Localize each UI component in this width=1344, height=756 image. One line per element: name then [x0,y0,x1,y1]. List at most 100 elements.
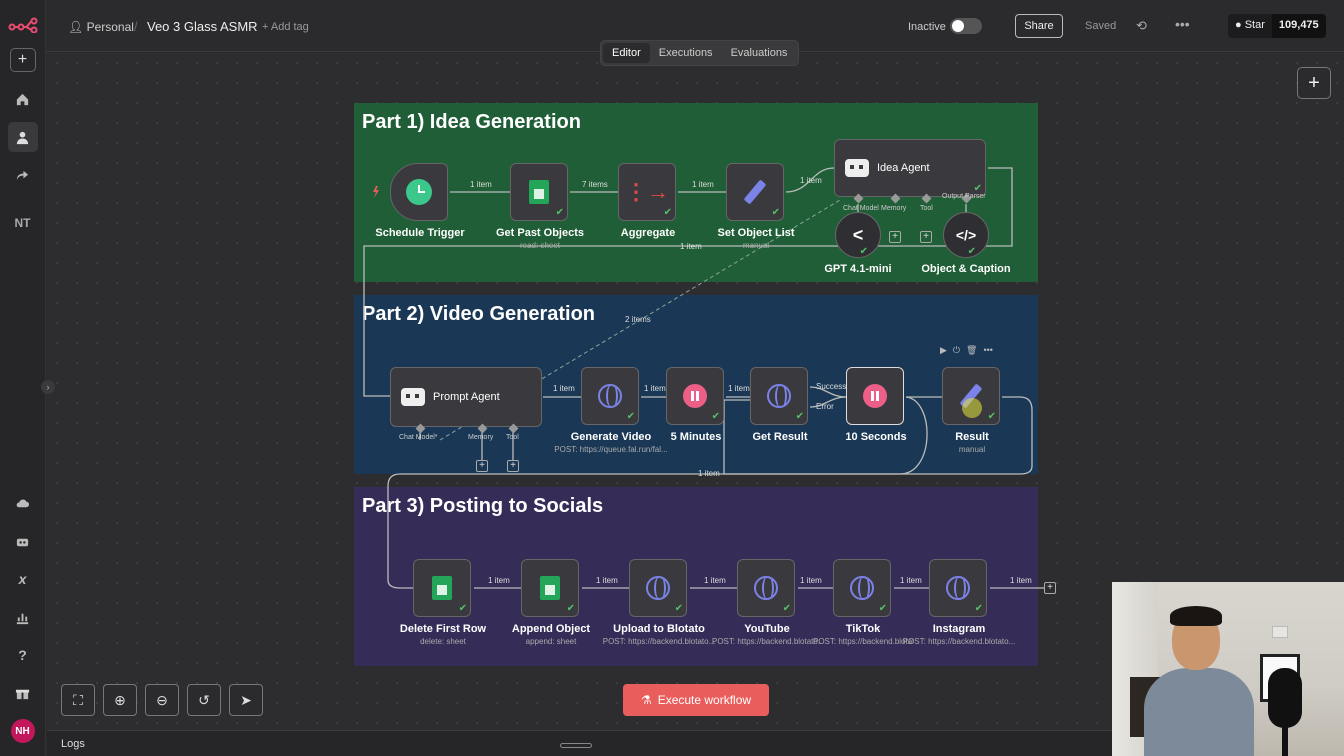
add-next-node-icon[interactable]: + [1044,582,1056,594]
gift-icon[interactable] [8,678,38,708]
node-instagram[interactable]: ✔ [929,559,987,617]
project-initials[interactable]: NT [14,216,31,230]
node-get-past-objects[interactable]: ✔ [510,163,568,221]
home-icon[interactable] [8,84,38,114]
reset-zoom-icon[interactable]: ↺ [187,684,221,716]
zoom-in-icon[interactable]: ⊕ [103,684,137,716]
variables-icon[interactable]: x [18,571,27,587]
execute-workflow-button[interactable]: ⚗ Execute workflow [623,684,769,716]
more-options-icon[interactable]: ••• [1175,16,1190,32]
node-upload-blotato[interactable]: ✔ [629,559,687,617]
connector-label: Chat Model [843,205,879,212]
wire-label: 1 item [644,384,666,393]
avatar: NH [10,719,35,743]
node-set-object-list[interactable]: ✔ [726,163,784,221]
node-hover-toolbar: ▶ ⏻ 🗑︎ ••• [940,345,993,356]
node-idea-agent[interactable]: Idea Agent✔ [834,139,986,197]
tidy-up-icon[interactable]: ➤ [229,684,263,716]
n8n-logo-icon[interactable] [8,10,38,40]
wire-label: 1 item [470,180,492,189]
add-tool-icon[interactable]: + [507,460,519,472]
create-icon[interactable]: + [9,48,36,72]
run-node-icon[interactable]: ▶ [940,345,947,355]
active-toggle[interactable] [950,18,982,34]
success-check-icon: ✔ [771,207,780,218]
node-label: Upload to Blotato [613,623,705,635]
more-icon[interactable]: ••• [983,345,993,355]
breadcrumb-owner[interactable]: 👤︎ Personal [68,20,134,34]
wait-pause-icon [863,384,887,408]
node-5-minutes[interactable]: ✔ [666,367,724,425]
history-icon[interactable]: ⟲ [1136,18,1147,33]
node-gpt[interactable]: <✔ [835,212,881,258]
node-label: Instagram [932,623,986,635]
view-tabs: Editor Executions Evaluations [600,40,800,66]
connector-label: Memory [881,205,907,212]
webcam-person-body [1144,668,1254,756]
sticky-title: Part 2) Video Generation [362,303,596,325]
node-subtitle: manual [742,241,770,250]
add-node-button[interactable]: + [1297,67,1331,99]
execute-label: Execute workflow [657,693,752,707]
github-star-count: 109,475 [1271,14,1326,38]
node-append-object[interactable]: ✔ [521,559,579,617]
node-label: Idea Agent [877,162,930,174]
connector-label: Memory [468,434,494,441]
insights-icon[interactable] [8,602,38,632]
add-tool-icon[interactable]: + [920,231,932,243]
share-button[interactable]: Share [1015,14,1063,38]
node-object-caption[interactable]: </>✔ [943,212,989,258]
node-label: Prompt Agent [433,391,500,403]
cloud-icon[interactable] [8,488,38,518]
power-icon[interactable]: ⏻ [952,345,961,355]
add-tag-button[interactable]: + Add tag [262,21,309,33]
github-star-label: Star [1244,19,1265,31]
node-label: Object & Caption [921,263,1011,275]
node-tiktok[interactable]: ✔ [833,559,891,617]
user-avatar[interactable]: NH [8,716,38,746]
node-aggregate[interactable]: ⋮→✔ [618,163,676,221]
node-subtitle: append: sheet [525,637,577,646]
resize-handle[interactable] [560,743,592,748]
node-generate-video[interactable]: ✔ [581,367,639,425]
personal-icon[interactable] [7,122,38,152]
workflow-name[interactable]: Veo 3 Glass ASMR [147,19,258,34]
active-status-label: Inactive [908,21,946,33]
templates-icon[interactable] [8,526,38,556]
node-delete-first-row[interactable]: ✔ [413,559,471,617]
node-10-seconds[interactable] [846,367,904,425]
logs-label: Logs [61,738,85,750]
github-star-button[interactable]: ● Star 109,475 [1228,14,1326,38]
success-check-icon: ✔ [795,411,804,422]
person-icon: 👤︎ [68,20,87,34]
tab-editor[interactable]: Editor [603,43,650,63]
sticky-title: Part 1) Idea Generation [362,111,581,133]
node-subtitle: read: sheet [519,241,561,250]
connector-label: Chat Model* [399,434,438,441]
pencil-icon [743,179,767,205]
share-arrow-icon[interactable] [8,160,38,190]
tab-evaluations[interactable]: Evaluations [730,47,788,59]
aggregate-icon: ⋮→ [625,179,669,204]
delete-icon[interactable]: 🗑︎ [966,345,978,355]
add-memory-icon[interactable]: + [476,460,488,472]
node-prompt-agent[interactable]: Prompt Agent [390,367,542,427]
tab-executions[interactable]: Executions [658,47,713,59]
collapse-sidebar-icon[interactable]: › [41,380,55,394]
node-subtitle: delete: sheet [420,637,466,646]
node-get-result[interactable]: ✔ [750,367,808,425]
flask-icon: ⚗ [640,693,652,707]
help-icon[interactable]: ? [18,647,27,663]
fit-view-icon[interactable]: ⛶ [61,684,95,716]
add-memory-icon[interactable]: + [889,231,901,243]
wire-label: 1 item [900,576,922,585]
node-youtube[interactable]: ✔ [737,559,795,617]
node-label: Schedule Trigger [375,227,465,239]
zoom-out-icon[interactable]: ⊖ [145,684,179,716]
node-schedule-trigger[interactable] [390,163,448,221]
wire-label: 7 items [582,180,608,189]
http-globe-icon [767,384,791,408]
sticky-title: Part 3) Posting to Socials [362,495,604,517]
wire-label: 1 item [698,469,720,478]
